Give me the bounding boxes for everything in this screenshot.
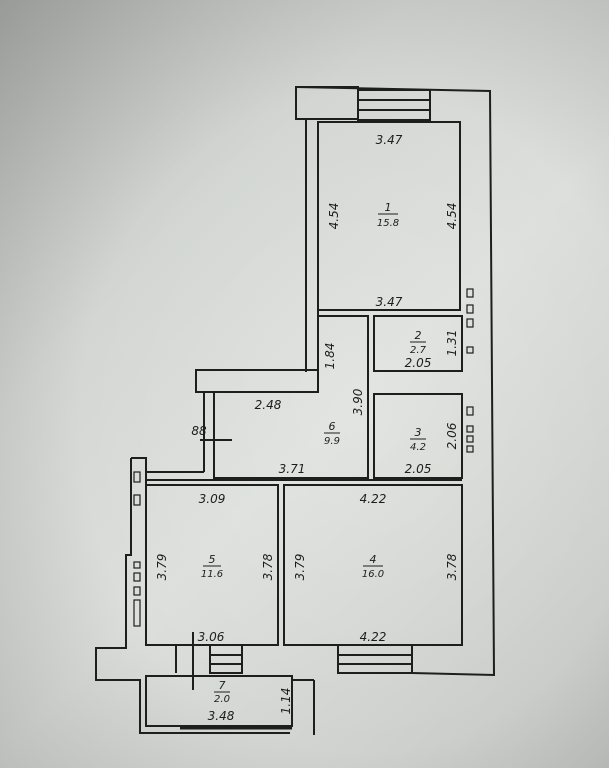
room-2-number: 2 [415, 329, 422, 342]
room-2-area: 2.7 [410, 345, 427, 356]
room-1-number: 1 [385, 201, 392, 214]
room-5-bottom-dim: 3.06 [198, 630, 225, 644]
room-7-number: 7 [219, 679, 226, 692]
room-6 [213, 315, 369, 479]
room-4-bottom-dim: 4.22 [360, 630, 387, 644]
room-7-bottom-dim: 3.48 [208, 709, 235, 723]
room-6-bottom-dim: 3.71 [279, 462, 306, 476]
room-3-right-dim: 2.06 [445, 422, 459, 449]
room-1-bottom-dim: 3.47 [376, 295, 403, 309]
room-4-area: 16.0 [362, 569, 384, 580]
room-1-area: 15.8 [377, 218, 399, 229]
room-1 [317, 121, 461, 311]
hall-wall-block [195, 369, 319, 393]
room-6-top-dim: 2.48 [255, 398, 282, 412]
room-6-right-dim: 3.90 [351, 388, 365, 415]
room-3-bottom-dim: 2.05 [405, 462, 432, 476]
room-3-number: 3 [415, 426, 422, 439]
room-1-right-dim: 4.54 [445, 203, 459, 230]
room-7 [145, 675, 293, 727]
room-5-area: 11.6 [201, 569, 223, 580]
room-7-right-dim: 1.14 [279, 688, 293, 715]
room-5-right-dim: 3.78 [261, 553, 275, 580]
room-4-number: 4 [370, 553, 377, 566]
outer-wall [295, 86, 496, 677]
room-5-top-dim: 3.09 [199, 492, 226, 506]
room-4-window [337, 644, 413, 674]
room-3 [373, 393, 463, 479]
room-3-area: 4.2 [410, 442, 426, 453]
room-4-left-dim: 3.79 [293, 554, 307, 581]
room-2-right-dim: 1.31 [445, 330, 459, 357]
room-4-top-dim: 4.22 [360, 492, 387, 506]
entry-dim: 88 [191, 424, 207, 438]
room-6-area: 9.9 [324, 436, 340, 447]
room-6-upper-dim: 1.84 [323, 343, 337, 370]
room-2-bottom-dim: 2.05 [405, 356, 432, 370]
room-1-left-dim: 4.54 [327, 203, 341, 230]
room-2 [373, 315, 463, 372]
room-5-window [209, 644, 243, 674]
room-5-left-dim: 3.79 [155, 554, 169, 581]
room-7-area: 2.0 [214, 694, 230, 705]
room-4-right-dim: 3.78 [445, 553, 459, 580]
room-5-number: 5 [209, 553, 216, 566]
room-1-top-dim: 3.47 [376, 133, 403, 147]
top-wall-block [295, 86, 359, 120]
top-window [357, 89, 431, 121]
room-6-number: 6 [329, 420, 336, 433]
